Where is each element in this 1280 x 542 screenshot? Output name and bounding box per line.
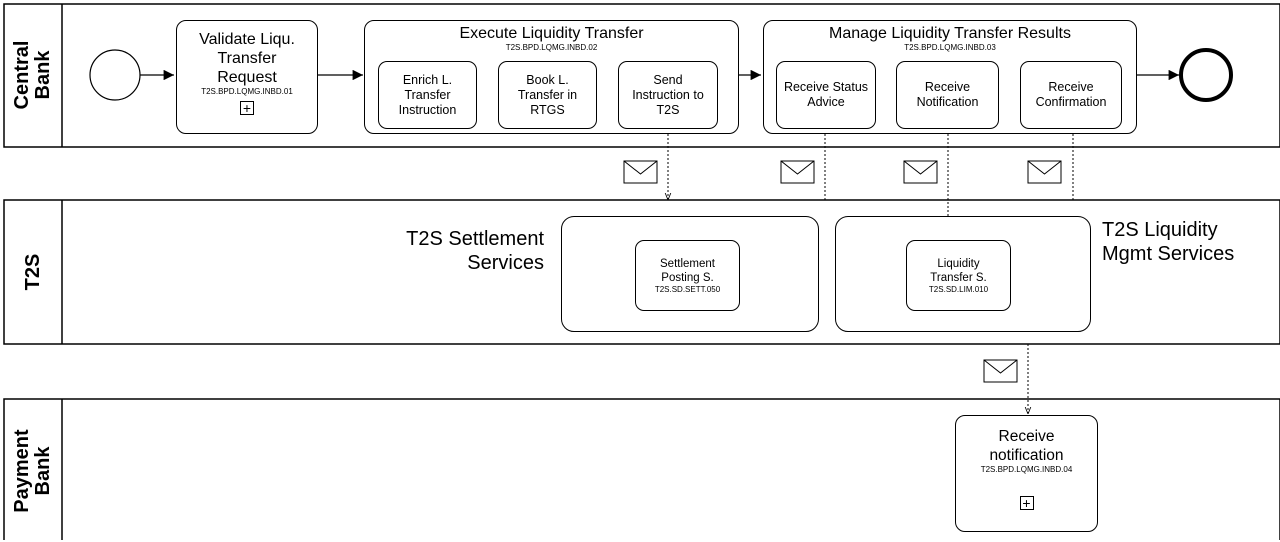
subprocess-manage-code: T2S.BPD.LQMG.INBD.03 (904, 43, 996, 52)
group-label-liquidity-text: T2S Liquidity Mgmt Services (1102, 219, 1235, 265)
subprocess-execute-label: Execute Liquidity Transfer (459, 25, 644, 42)
subprocess-manage-label: Manage Liquidity Transfer Results (829, 25, 1071, 42)
lane-t2s (3, 199, 1280, 345)
lane-title-t2s: T2S (18, 201, 48, 343)
task-status-advice-label: Receive Status Advice (783, 80, 869, 109)
service-liquidity-transfer[interactable]: Liquidity Transfer S. T2S.SD.LIM.010 (906, 240, 1011, 311)
task-book-transfer-rtgs[interactable]: Book L. Transfer in RTGS (498, 61, 597, 129)
task-validate-transfer-request[interactable]: Validate Liqu. Transfer Request T2S.BPD.… (176, 20, 318, 134)
subprocess-execute-code: T2S.BPD.LQMG.INBD.02 (505, 43, 598, 52)
lane-title-central-bank: Central Bank (11, 4, 54, 146)
service-settlement-posting-code: T2S.SD.SETT.050 (654, 285, 721, 294)
service-settlement-posting[interactable]: Settlement Posting S. T2S.SD.SETT.050 (635, 240, 740, 311)
task-receive-notification-pb-code: T2S.BPD.LQMG.INBD.04 (980, 465, 1073, 474)
expand-marker-icon[interactable]: + (1019, 496, 1034, 510)
service-settlement-posting-label: Settlement Posting S. (660, 258, 715, 284)
lane-payment-bank (3, 398, 1280, 540)
task-validate-label: Validate Liqu. Transfer Request (199, 31, 295, 86)
envelope-icon (1027, 160, 1062, 184)
service-liquidity-transfer-label: Liquidity Transfer S. (930, 258, 987, 284)
group-label-liquidity-services: T2S Liquidity Mgmt Services (1102, 218, 1272, 266)
start-event (89, 49, 141, 101)
task-notification-label: Receive Notification (916, 80, 979, 109)
task-book-label: Book L. Transfer in RTGS (517, 72, 578, 117)
task-validate-code: T2S.BPD.LQMG.INBD.01 (201, 87, 293, 96)
envelope-icon (780, 160, 815, 184)
group-label-settlement-services: T2S Settlement Services (360, 227, 544, 275)
task-receive-confirmation[interactable]: Receive Confirmation (1020, 61, 1122, 129)
task-enrich-transfer-instruction[interactable]: Enrich L. Transfer Instruction (378, 61, 477, 129)
task-receive-status-advice[interactable]: Receive Status Advice (776, 61, 876, 129)
lane-title-payment-bank-text: Payment Bank (11, 429, 54, 513)
task-enrich-label: Enrich L. Transfer Instruction (398, 72, 457, 117)
envelope-icon (623, 160, 658, 184)
task-receive-notification-pb[interactable]: Receive notification T2S.BPD.LQMG.INBD.0… (955, 415, 1098, 532)
expand-marker-icon[interactable]: + (240, 101, 254, 115)
lane-title-central-bank-text: Central Bank (11, 40, 54, 110)
task-send-instruction-t2s[interactable]: Send Instruction to T2S (618, 61, 718, 129)
task-send-label: Send Instruction to T2S (632, 72, 704, 117)
service-liquidity-transfer-code: T2S.SD.LIM.010 (928, 285, 989, 294)
envelope-icon (903, 160, 938, 184)
task-receive-notification-cb[interactable]: Receive Notification (896, 61, 999, 129)
envelope-icon (983, 359, 1018, 383)
lane-title-t2s-text: T2S (21, 253, 44, 291)
task-receive-notification-pb-label: Receive notification (989, 428, 1064, 464)
task-confirmation-label: Receive Confirmation (1035, 80, 1107, 109)
lane-title-payment-bank: Payment Bank (11, 400, 54, 542)
end-event (1179, 48, 1233, 102)
lane-central-bank (3, 3, 1280, 148)
group-label-settlement-text: T2S Settlement Services (406, 228, 544, 274)
